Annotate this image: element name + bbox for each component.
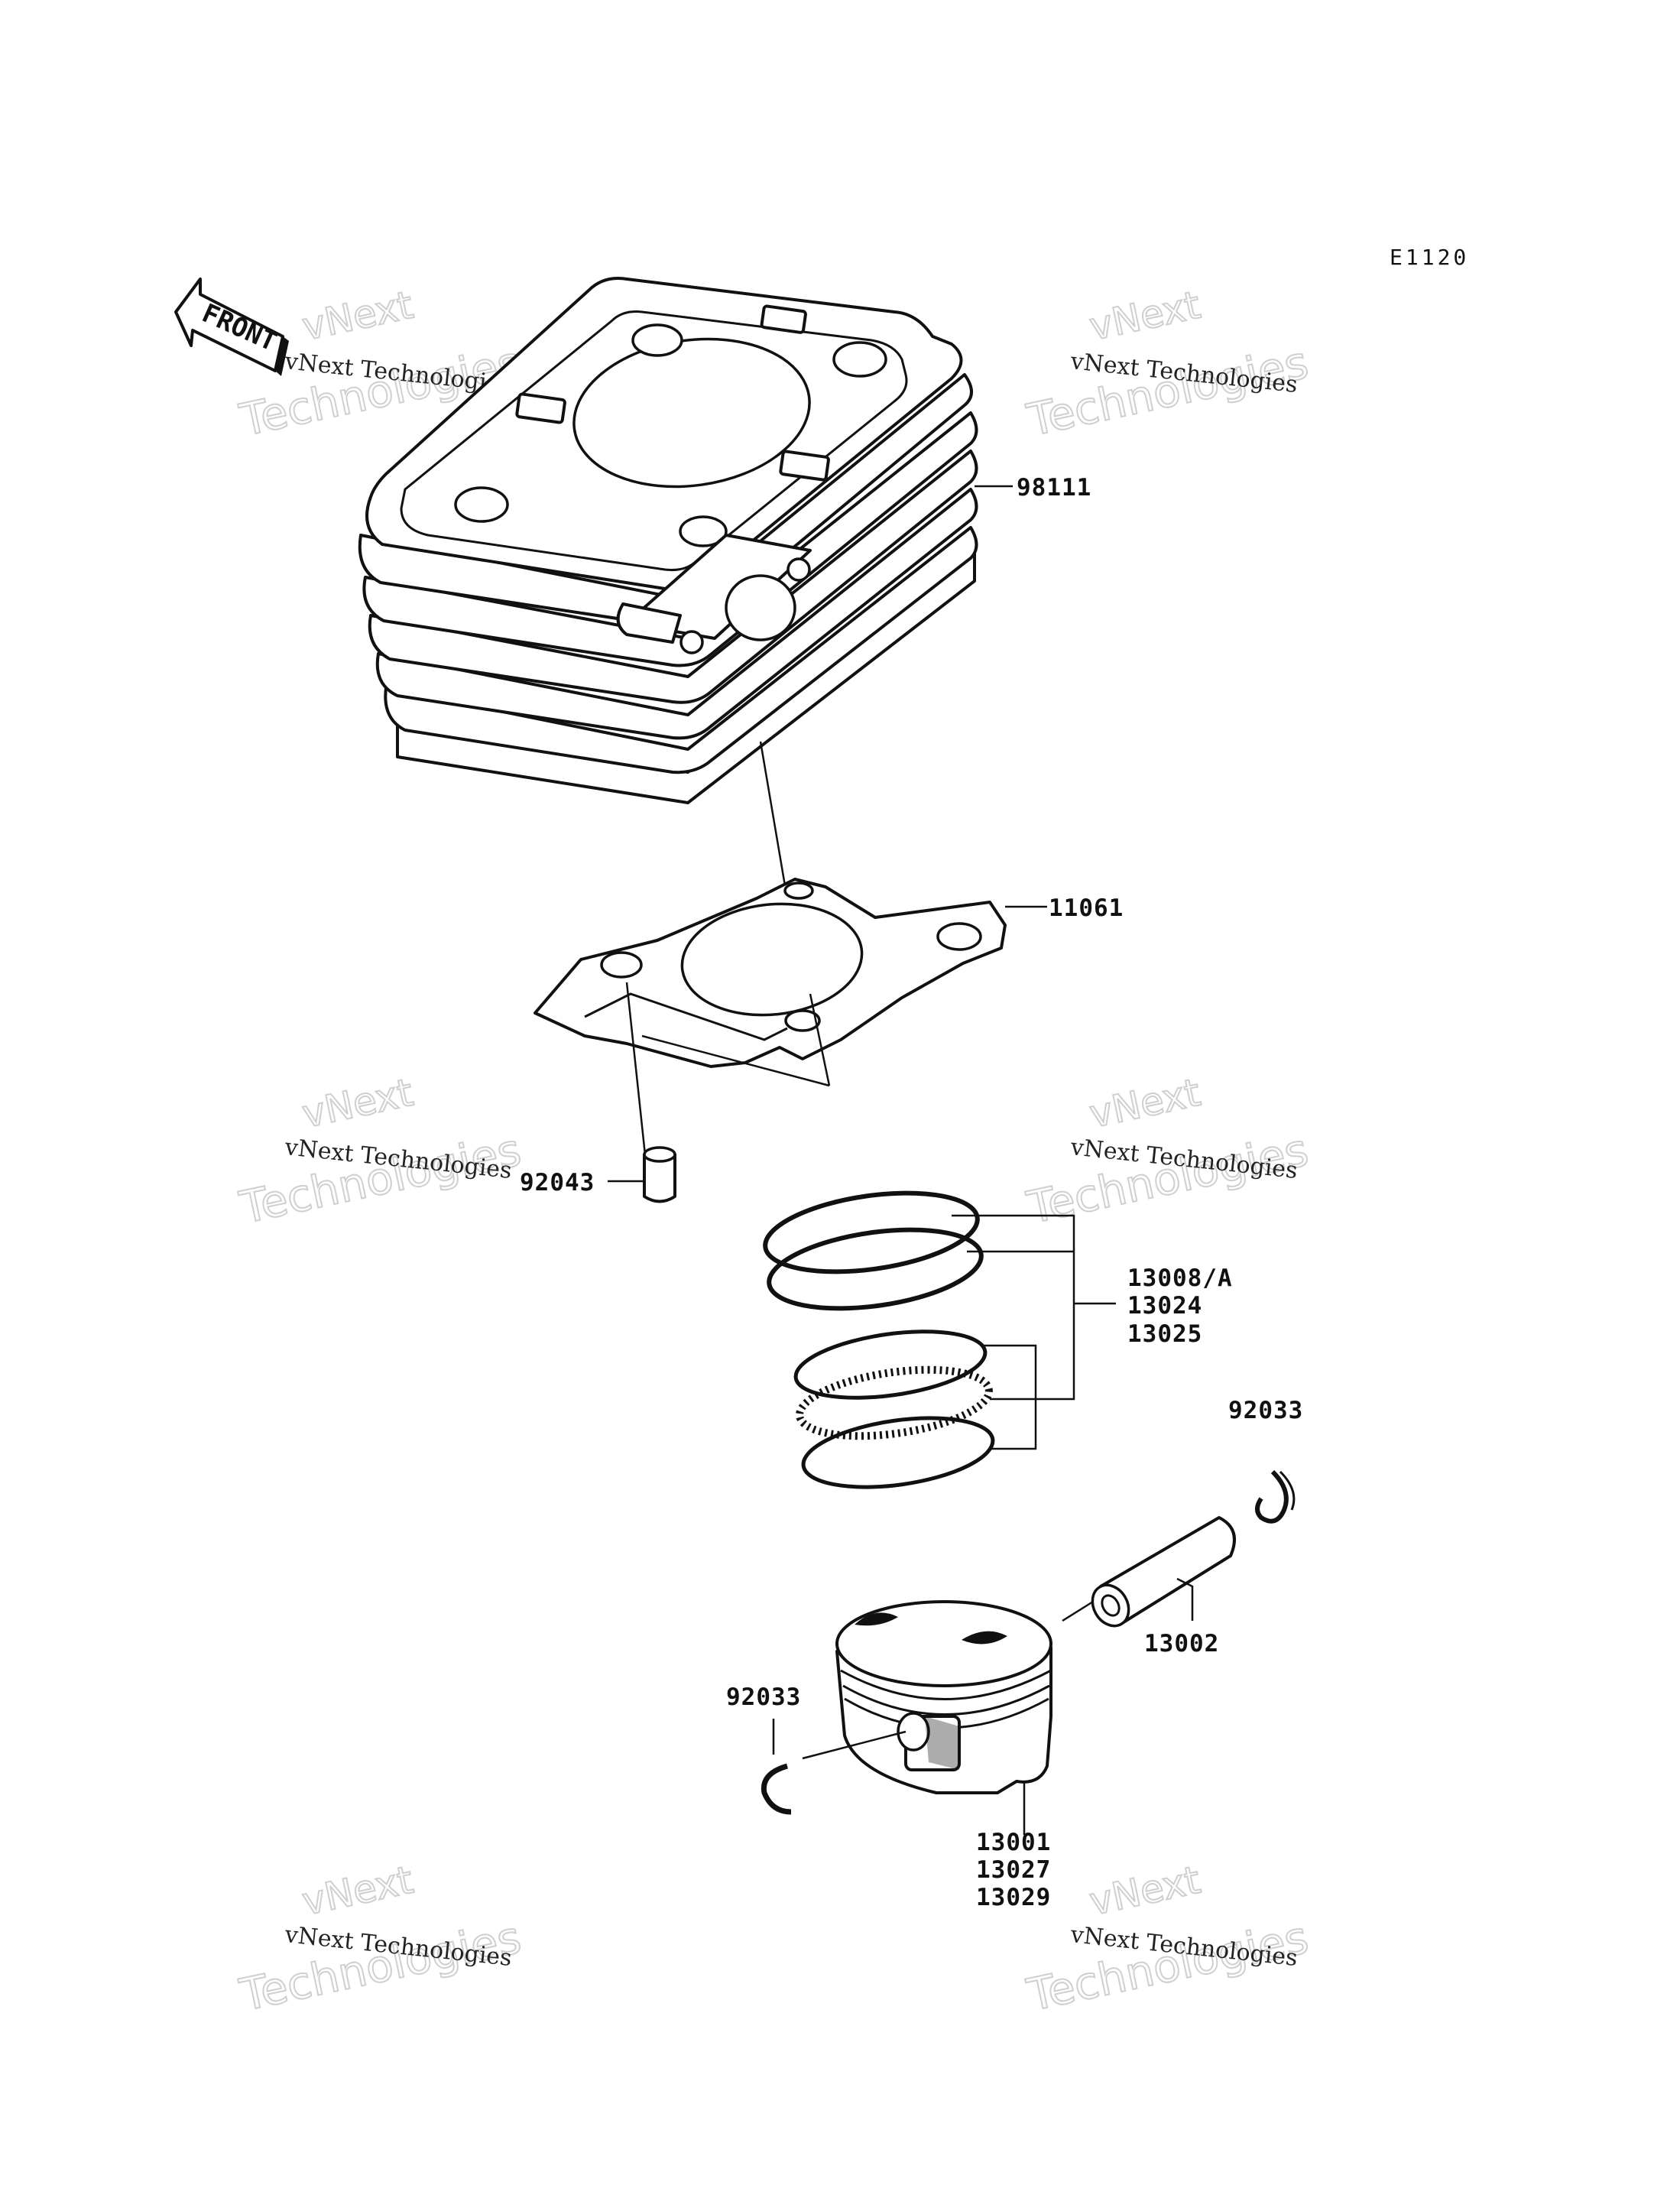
callout-snap-ring-right-92033: 92033 bbox=[1228, 1397, 1303, 1424]
front-arrow-icon: FRONT bbox=[174, 278, 289, 376]
callout-snap-ring-left-92033: 92033 bbox=[726, 1683, 801, 1711]
watermark-middle-left: vNext Technologies vNext Technologies bbox=[235, 1070, 527, 1235]
piston bbox=[835, 1600, 1052, 1794]
diagram-code: E1120 bbox=[1390, 245, 1469, 270]
svg-text:vNext: vNext bbox=[1085, 1858, 1204, 1924]
snap-ring-left bbox=[761, 1763, 792, 1815]
watermark-bottom-right: vNext Technologies vNext Technologies bbox=[1022, 1857, 1314, 2022]
watermark-top-right: vNext Technologies vNext Technologies bbox=[1022, 282, 1314, 447]
callout-rings-13008a: 13008/A bbox=[1127, 1265, 1233, 1292]
callout-cylinder-98111: 98111 bbox=[1017, 474, 1091, 502]
callout-dowel-pin-92043: 92043 bbox=[520, 1169, 595, 1196]
cylinder-block bbox=[358, 277, 978, 804]
piston-ring-set bbox=[763, 1190, 995, 1489]
snap-ring-right bbox=[1255, 1469, 1289, 1524]
watermark-bottom-left: vNext Technologies vNext Technologies bbox=[235, 1857, 527, 2022]
callout-rings-13024: 13024 bbox=[1127, 1292, 1202, 1320]
callout-piston-13027: 13027 bbox=[976, 1856, 1051, 1884]
callout-rings-13025: 13025 bbox=[1127, 1320, 1202, 1348]
base-gasket bbox=[534, 878, 1007, 1068]
callout-piston-13029: 13029 bbox=[976, 1884, 1051, 1911]
svg-text:vNext: vNext bbox=[298, 1858, 417, 1924]
svg-text:vNext: vNext bbox=[1085, 1070, 1204, 1137]
svg-text:vNext: vNext bbox=[1085, 283, 1204, 349]
watermark-middle-right: vNext Technologies vNext Technologies bbox=[1022, 1070, 1314, 1235]
piston-pin bbox=[1091, 1516, 1236, 1628]
svg-text:vNext: vNext bbox=[298, 283, 417, 349]
svg-text:vNext: vNext bbox=[298, 1070, 417, 1137]
callout-piston-pin-13002: 13002 bbox=[1144, 1630, 1219, 1657]
callout-piston-13001: 13001 bbox=[976, 1829, 1051, 1856]
callout-gasket-11061: 11061 bbox=[1049, 894, 1124, 922]
dowel-pin bbox=[643, 1146, 676, 1203]
